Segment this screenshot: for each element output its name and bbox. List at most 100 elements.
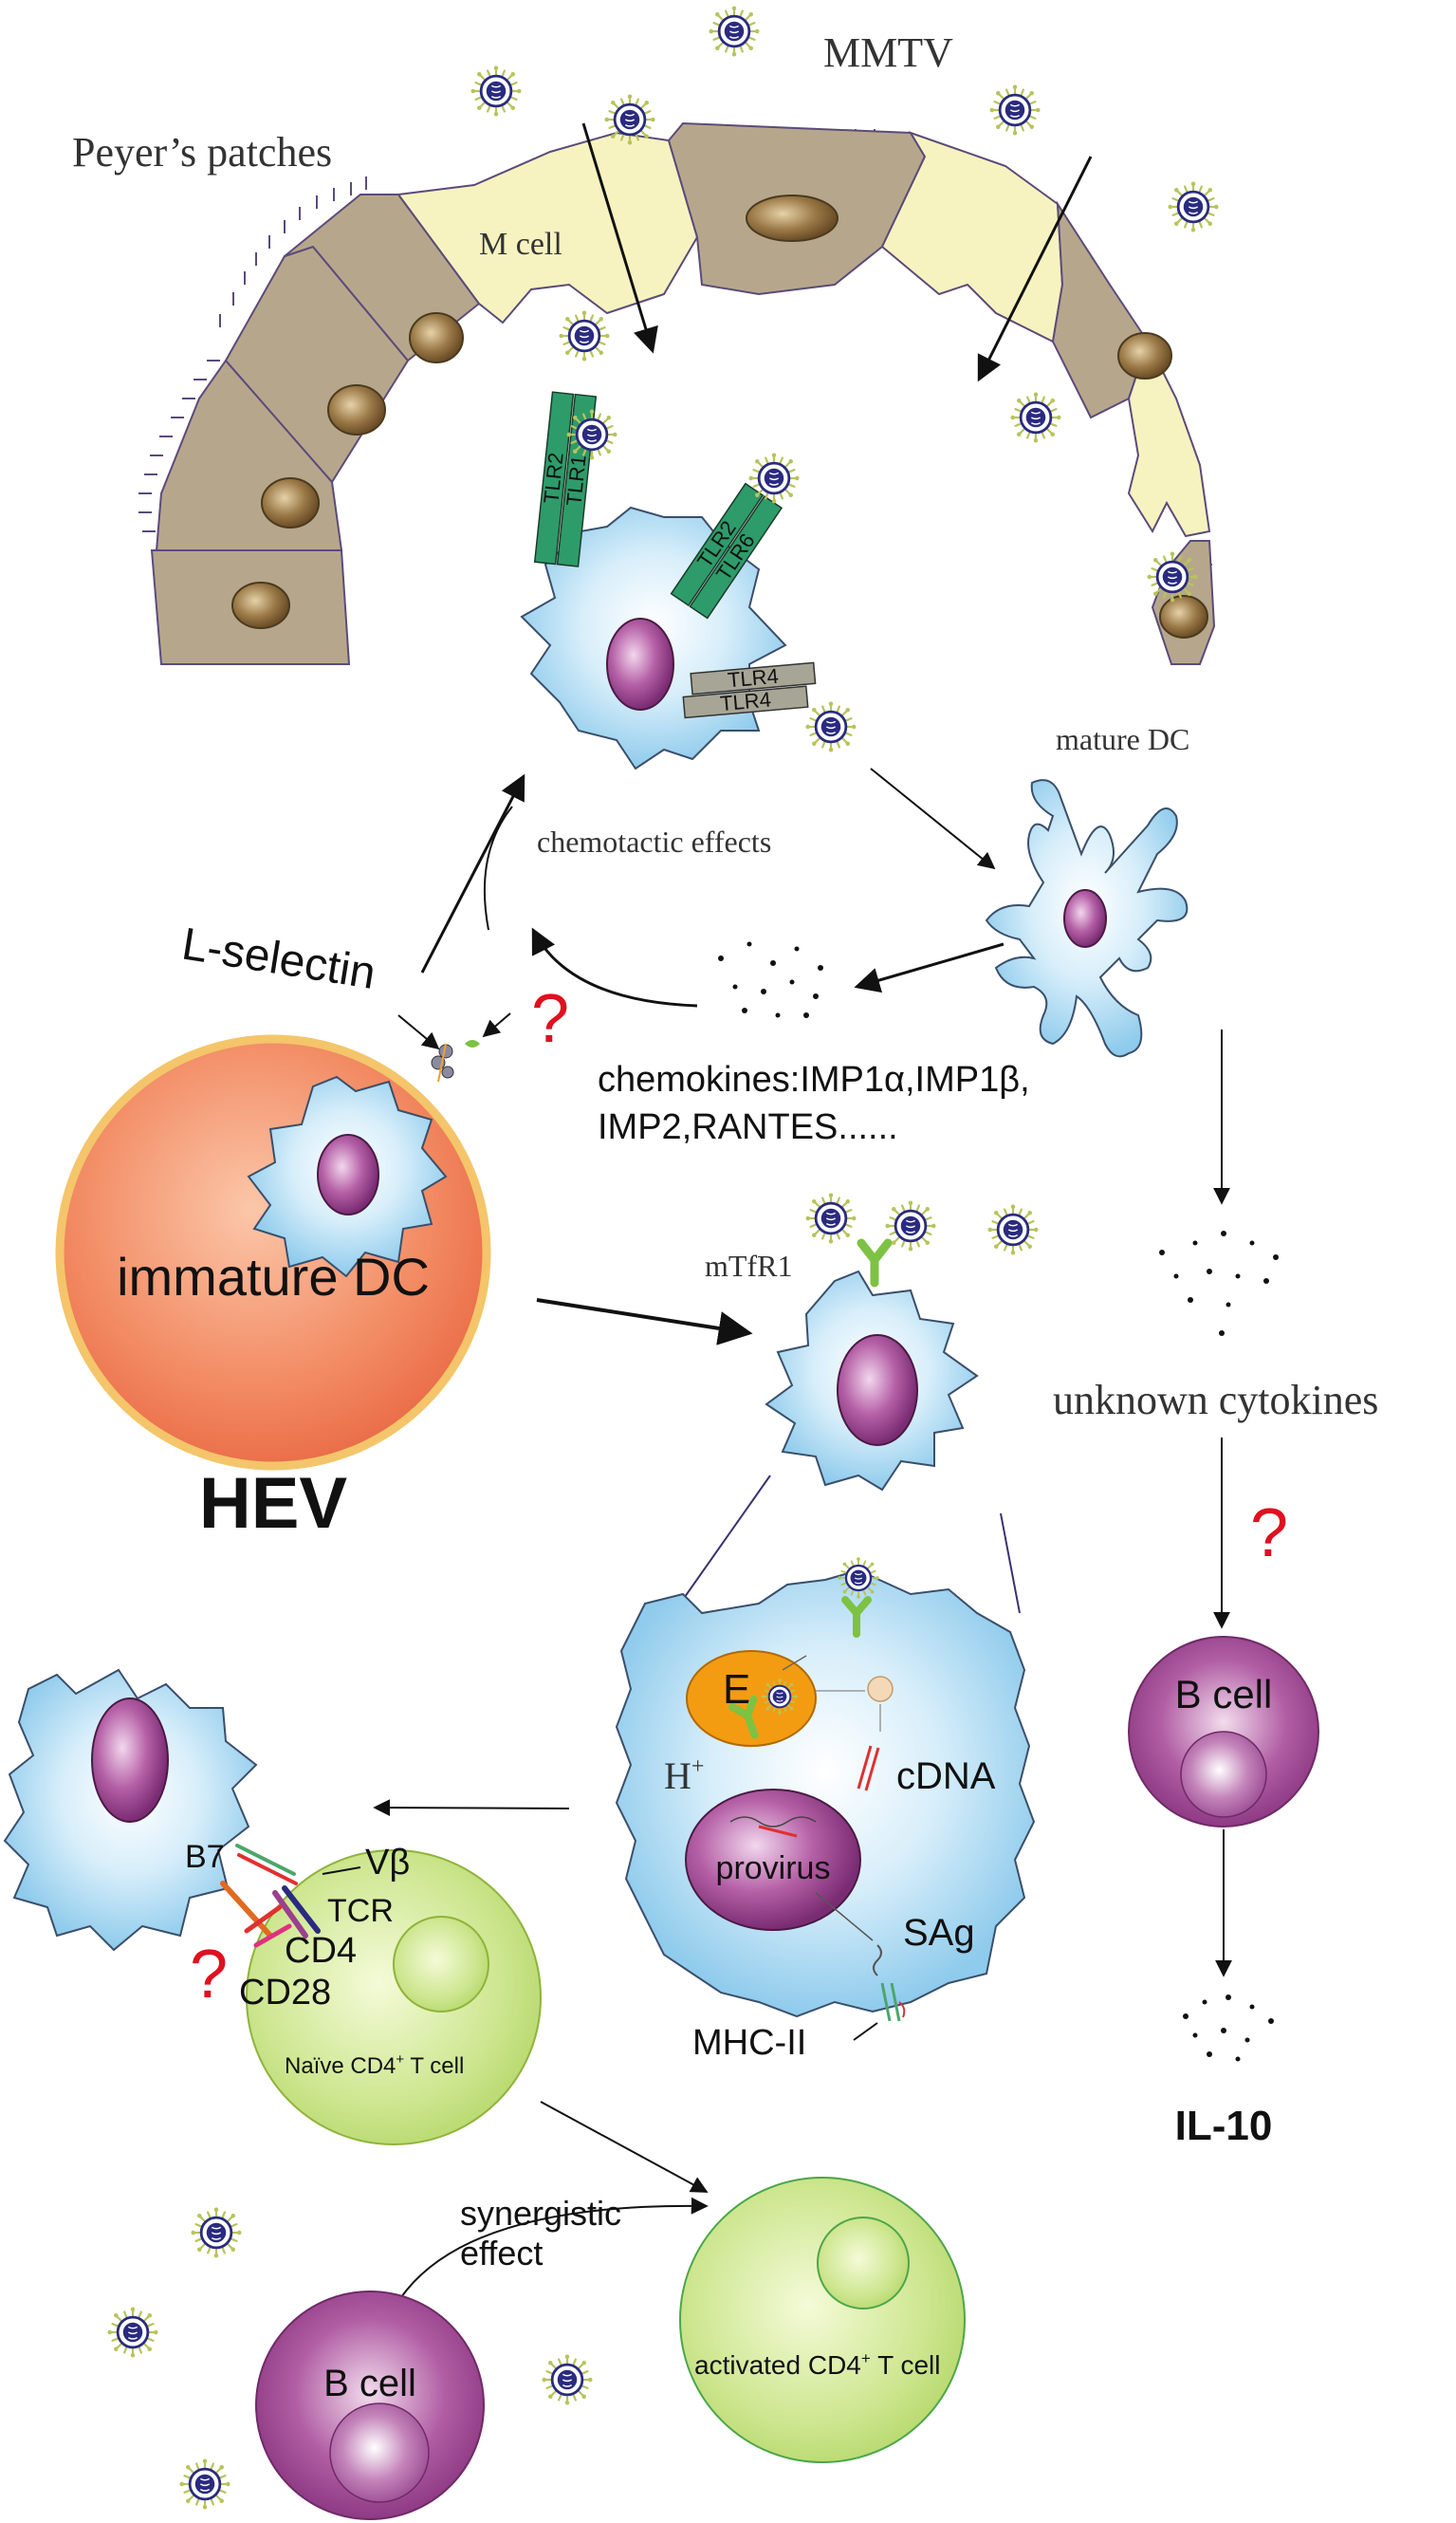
tlr2-label: TLR2 [539,452,567,505]
virus-icon [470,65,523,118]
dc-nucleus-provirus [685,1789,861,1931]
il10-label: IL-10 [1175,2103,1273,2149]
l-selectin-pointer [397,1014,440,1050]
m-cell [396,131,699,325]
virus-icon [747,452,801,505]
presenting-dc-nucleus [91,1697,169,1823]
activated-t-cell-label: activated CD4+ T cell [694,2349,940,2380]
virus-icon [190,2206,243,2259]
virus-icon [1009,391,1062,444]
cdna-label: cDNA [896,1755,996,1797]
mature-dc-nucleus [1063,889,1107,948]
hev-to-dc-arrow [536,1298,753,1345]
integrated-provirus [758,1825,798,1838]
epithelial-nuclei [231,195,1208,639]
chemokines-label-line1: chemokines:IMP1α,IMP1β, [598,1060,1030,1100]
tcr-label: TCR [327,1893,394,1929]
virus-icon [804,700,857,753]
virus-icon [1146,550,1199,603]
virus-icon [178,2458,231,2511]
sag-protein [873,1944,882,1976]
chemotaxis-curve-arrow [531,927,698,1008]
unknown-cytokine-dots [1159,1231,1279,1336]
question-mark: ? [190,1937,228,2013]
b-cell-bottom-label: B cell [323,2363,416,2404]
endosome-receptor [728,1695,759,1739]
zoom-line [1000,1512,1021,1614]
virus-icon [558,309,611,362]
h-plus-label: H+ [664,1754,704,1797]
cd28-label: CD28 [239,1973,331,2013]
activation-arrow [540,2101,709,2193]
virus-icon [603,93,656,146]
immune-synapse [220,1844,321,1948]
virus-entry-arrow [977,156,1093,382]
mmtv-label: MMTV [823,29,953,76]
m-cell-right-2 [1127,339,1211,538]
mhc2-pointer [853,2022,878,2041]
mature-dc-label: mature DC [1056,722,1189,756]
b-cell-bottom-nucleus [329,2402,430,2503]
tlr2-tlr6-receptor: TLR2 TLR6 [670,482,783,620]
sag-label: SAg [903,1912,975,1954]
chemokine-secretion-arrow [854,942,1004,993]
synergistic-label-line1: synergistic [460,2194,621,2233]
mtfr1-receptor [857,1238,893,1288]
presentation-arrow [373,1799,570,1817]
surface-receptor [841,1596,872,1638]
l-selectin-molecule [431,1040,480,1083]
synergistic-label-line2: effect [460,2234,543,2273]
activated-t-cell [679,2177,966,2463]
zoom-line [679,1475,771,1605]
chemokine-dots [718,941,823,1018]
virus-icon [106,2306,159,2359]
chemokines-label-line2: IMP2,RANTES...... [598,1107,898,1147]
b7-label: B7 [185,1839,225,1875]
peyers-patches-label: Peyer’s patches [72,129,332,176]
m-cell-right [880,131,1064,343]
virus-icon [565,408,618,461]
virus-icon [761,1678,799,1716]
virus-icon [1167,180,1220,233]
tlr4-label: TLR4 [727,664,780,693]
b-cell-right-nucleus [1180,1731,1267,1818]
migration-arrow [420,773,525,974]
question-pointer [482,1012,511,1038]
question-mark: ? [1250,1495,1288,1571]
sag-bound [898,2001,906,2018]
maturation-arrow [870,768,996,870]
tlr4-label: TLR4 [719,688,772,716]
virus-icon [837,1556,880,1600]
immature-dc-label: immature DC [117,1247,430,1307]
cd4-label: CD4 [285,1931,357,1971]
tlr4-receptor: TLR4 TLR4 [682,661,817,719]
dc-nucleus [606,618,674,711]
virus-icon [804,1192,857,1245]
m-cell-label: M cell [479,227,562,262]
vbeta-pointer [322,1866,361,1875]
provirus-label: provirus [716,1850,831,1886]
cdna-strand [857,1745,873,1790]
question-mark: ? [531,981,569,1057]
virus-icon [708,5,761,58]
mhc2-label: MHC-II [692,2023,806,2063]
vbeta-label: Vβ [365,1843,410,1883]
naive-t-cell-label: Naïve CD4+ T cell [285,2051,464,2079]
viral-rna [867,1676,894,1702]
sag-expression-line [815,1892,874,1941]
naive-t-cell-nucleus [393,1916,489,2013]
endosome-label: E [723,1666,750,1713]
virus-icon [988,83,1041,137]
virus-icon [884,1199,937,1252]
b-cell-right-label: B cell [1175,1672,1273,1716]
tlr1-label: TLR1 [562,454,590,507]
hev-label: HEV [199,1463,348,1544]
host-dna [729,1816,817,1827]
internalization-line [782,1655,807,1671]
activated-t-cell-nucleus [817,2217,910,2310]
mhc2-molecule [880,1982,901,2022]
cdna-strand [864,1747,880,1791]
virus-icon [986,1203,1040,1256]
chemotactic-effects-label: chemotactic effects [537,825,771,859]
